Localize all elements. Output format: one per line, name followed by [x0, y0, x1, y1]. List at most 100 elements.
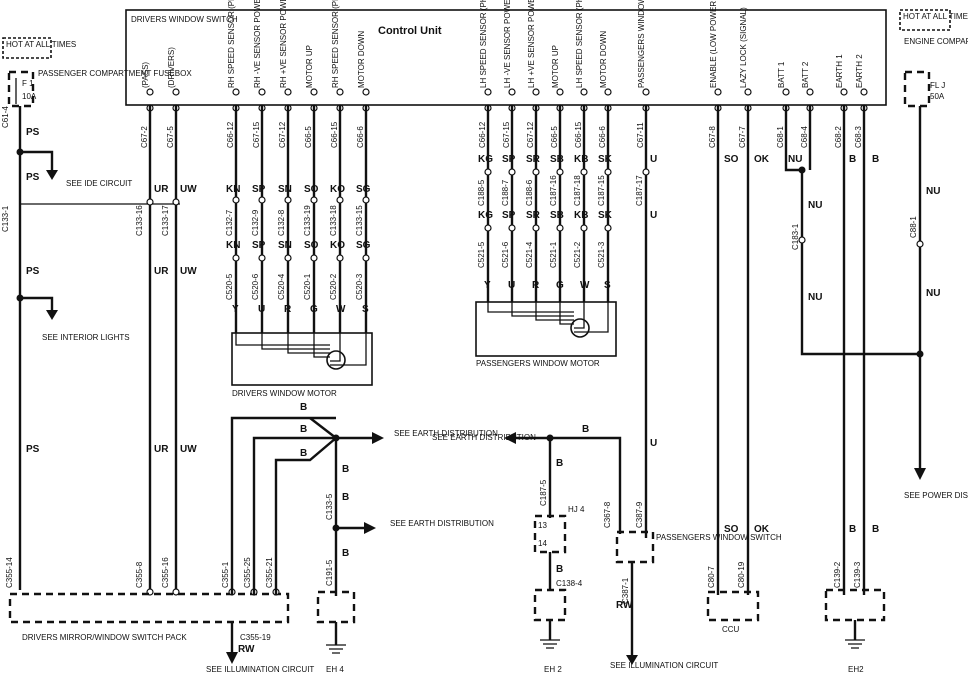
- ccu-label: CCU: [722, 625, 740, 634]
- pas-sw-code-2: U: [650, 438, 657, 449]
- drivers-window-motor: [231, 332, 373, 386]
- passenger-fusebox-label: PASSENGER COMPARTMENT FUSEBOX: [38, 69, 192, 78]
- pin-circle-p20: [840, 88, 848, 96]
- pin-circle-p21: [860, 88, 868, 96]
- hot-box-left: [2, 37, 52, 59]
- pas-sw-see: SEE ILLUMINATION CIRCUIT: [610, 661, 718, 670]
- drivers-motor-label: DRIVERS WINDOW MOTOR: [232, 389, 337, 398]
- pas-m-c521-4: C521-2: [573, 241, 582, 268]
- drv-m-c520-5: C520-3: [355, 273, 364, 300]
- drv-m-c132-5: C133-15: [355, 205, 364, 236]
- pas-m-c521-0: C521-5: [477, 241, 486, 268]
- fuse-f1-label: F 1: [22, 79, 34, 88]
- wire-b2: [252, 436, 336, 595]
- earth-c-b-1: B: [342, 492, 349, 503]
- pack-c355-2: C355-21: [265, 557, 274, 588]
- pas-m-code1-5: SK: [598, 154, 613, 165]
- pas-m-pin1-1: [508, 168, 516, 176]
- pin-circle-p17: [744, 88, 752, 96]
- pas-m-code1-1: SP: [502, 154, 516, 165]
- pas-m-pin2-4: [580, 224, 588, 232]
- switch-pack-label: DRIVERS MIRROR/WINDOW SWITCH PACK: [22, 633, 187, 642]
- earth-code-2: B: [849, 524, 856, 535]
- drv-m-c520-4: C520-2: [329, 273, 338, 300]
- ground-symbol-eh2: [845, 639, 865, 649]
- fuse-flj-label: FL J: [930, 81, 945, 90]
- pin-circle-p9: [484, 88, 492, 96]
- pin-circle-p7: [336, 88, 344, 96]
- top-connector-4: C67-12: [278, 121, 287, 148]
- earth-c139-0: C139-2: [833, 561, 842, 588]
- top-connector-18: C68-4: [800, 126, 809, 148]
- eh4-box: [316, 590, 356, 624]
- batt-c183-pin: [798, 236, 806, 244]
- pin-circle-p13: [580, 88, 588, 96]
- top-connector-9: C67-15: [502, 121, 511, 148]
- pin-label-p10: LH -VE SENSOR POWER: [503, 0, 512, 88]
- drv-m-code3-3: G: [310, 304, 318, 315]
- pas-m-code2-5: SK: [598, 210, 613, 221]
- top-connector-2: C66-12: [226, 121, 235, 148]
- pin-circle-p1: [146, 88, 154, 96]
- drivers-motor-symbol: [326, 350, 346, 370]
- arrow-illum-pack: [226, 652, 238, 664]
- earth-r-b-2: B: [556, 564, 563, 575]
- pas-sw-c187: C187-17: [635, 175, 644, 206]
- pack-b-1: B: [300, 424, 307, 435]
- pin-circle-p14: [604, 88, 612, 96]
- ccu-code-3: OK: [754, 524, 770, 535]
- wire-b3: [274, 437, 337, 595]
- earth-code-1: B: [872, 154, 879, 165]
- pas-m-pin1-3: [556, 168, 564, 176]
- pin-label-p12: MOTOR UP: [551, 45, 560, 88]
- pin-label-p13: LH SPEED SENSOR (PHASE A): [575, 0, 584, 88]
- drv-m-pin1-3: [310, 196, 318, 204]
- top-connector-11: C66-5: [550, 126, 559, 148]
- wire-to-ide: [20, 150, 54, 172]
- pas-sw-c387-1: C387-9: [635, 501, 644, 528]
- hot-box-right: [899, 9, 951, 31]
- drv-m-pin2-1: [258, 254, 266, 262]
- pas-m-code2-3: SB: [550, 210, 564, 221]
- ground-symbol-eh2-left: [540, 639, 560, 649]
- earth-r-pin-13: 13: [538, 521, 547, 530]
- earth-r-see: SEE EARTH DISTRIBUTION: [432, 433, 536, 442]
- junction-power: [916, 350, 924, 358]
- drv-m-c520-1: C520-6: [251, 273, 260, 300]
- top-connector-12: C66-15: [574, 121, 583, 148]
- pas-m-c188-2: C188-6: [525, 179, 534, 206]
- top-connector-6: C66-15: [330, 121, 339, 148]
- drivers-window-switch-label: DRIVERS WINDOW SWITCH: [131, 15, 238, 24]
- pack-c355-0: C355-1: [221, 561, 230, 588]
- eh2-box: [824, 588, 886, 622]
- pack-c355-1: C355-25: [243, 557, 252, 588]
- pin-label-p11: LH +VE SENSOR POWER: [527, 0, 536, 88]
- ccu-code-0: SO: [724, 154, 739, 165]
- ccu-box: [706, 590, 760, 622]
- pack-b-2: B: [300, 448, 307, 459]
- control-unit-title: Control Unit: [378, 25, 442, 37]
- top-connector-15: C67-8: [708, 126, 717, 148]
- drv-m-code1-5: SG: [356, 184, 371, 195]
- code-ps-2: PS: [26, 172, 40, 183]
- pas-m-c188-4: C187-18: [573, 175, 582, 206]
- conn-c355-14: C355-14: [5, 557, 14, 588]
- arrow-illum-pass: [626, 655, 638, 665]
- pas-m-pin2-0: [484, 224, 492, 232]
- drv-m-code3-5: S: [362, 304, 369, 315]
- drv-m-code1-2: SN: [278, 184, 292, 195]
- pack-c355-19: C355-19: [240, 633, 271, 642]
- conn-c61-4: C61-4: [1, 106, 10, 128]
- pin-label-p17: LAZY LOCK (SIGNAL): [739, 7, 748, 88]
- drv-c355-0: C355-8: [135, 561, 144, 588]
- pin-circle-p3: [232, 88, 240, 96]
- earth-r-b-0: B: [582, 424, 589, 435]
- pas-m-code2-2: SR: [526, 210, 541, 221]
- pas-m-inner-1: [511, 302, 574, 317]
- drv-m-pin1-2: [284, 196, 292, 204]
- batt-code-4: NU: [926, 288, 940, 299]
- pas-m-code2-4: KB: [574, 210, 588, 221]
- drv-m-code2-1: SP: [252, 240, 266, 251]
